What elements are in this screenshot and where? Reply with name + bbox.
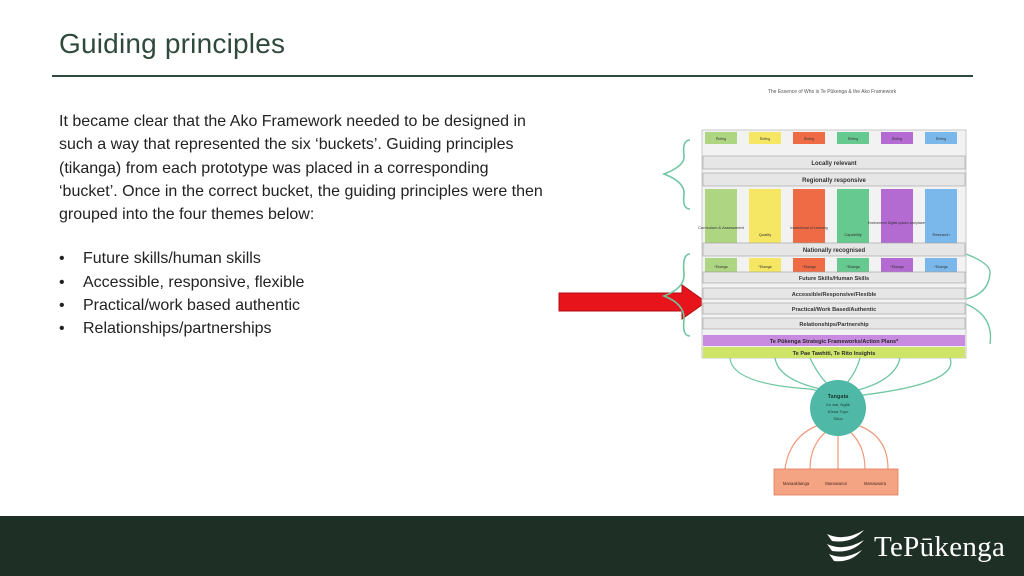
brand-logo: TePūkenga xyxy=(824,527,1005,567)
theme-item: Future skills/human skills xyxy=(59,247,544,271)
column-tag: *Ekanga xyxy=(890,265,903,269)
bucket-column: Ēnēng Curriculum & Assessment *Ekanga xyxy=(698,132,745,272)
column-top-label: Ēnēng xyxy=(936,137,946,141)
bar-label: Regionally responsive xyxy=(802,178,866,184)
bar-theme-relationships: Relationships/Partnership xyxy=(702,317,966,330)
left-brace-bottom xyxy=(661,253,691,337)
bar-nationally-recognised: Nationally recognised xyxy=(702,242,966,257)
bucket-column: Ēnēng Capability *Ekanga xyxy=(837,132,869,272)
column-top-label: Ēnēng xyxy=(716,137,726,141)
values-box xyxy=(773,468,899,496)
bucket-column: Ēnēng Environment Digital spaces and pla… xyxy=(868,132,927,272)
column-top-label: Ēnēng xyxy=(892,137,902,141)
bucket-column: Ēnēng Quality *Ekanga xyxy=(749,132,781,272)
circle-line: Sōuo xyxy=(833,416,843,421)
column-tag: *Ekanga xyxy=(714,265,727,269)
title-divider xyxy=(52,75,973,77)
left-brace-top xyxy=(661,139,691,210)
bar-label: Accessible/Responsive/Flexible xyxy=(792,292,877,298)
theme-item: Accessible, responsive, flexible xyxy=(59,271,544,295)
bar-theme-accessible: Accessible/Responsive/Flexible xyxy=(702,287,966,300)
diagram-heading: The Essence of Who is Te Pūkenga & the A… xyxy=(768,89,897,95)
tangata-circle xyxy=(810,380,866,436)
column-top-label: Ēnēng xyxy=(848,137,858,141)
column-label: Curriculum & Assessment xyxy=(698,225,745,230)
value-label: Manawanui xyxy=(825,481,846,486)
right-curve xyxy=(965,253,991,300)
bar-regionally-responsive: Regionally responsive xyxy=(702,172,966,187)
bar-theme-future-skills: Future Skills/Human Skills xyxy=(702,271,966,284)
column-label: Quality xyxy=(759,232,771,237)
bar-insights: Te Pae Tawhiti, Te Rito Insights xyxy=(703,347,965,358)
column-top-label: Ēnēng xyxy=(804,137,814,141)
column-label: Capability xyxy=(844,232,862,237)
column-tag: *Ekanga xyxy=(846,265,859,269)
bar-label: Te Pae Tawhiti, Te Rito Insights xyxy=(793,351,876,357)
circle-line: Ko wai, Ngāk xyxy=(826,402,850,407)
bar-label: Te Pūkenga Strategic Frameworks/Action P… xyxy=(770,339,899,345)
feather-logo-icon xyxy=(827,530,864,562)
column-label: Research xyxy=(932,232,949,237)
bar-theme-practical: Practical/Work Based/Authentic xyxy=(702,302,966,315)
bucket-column: Ēnēng Research *Ekanga xyxy=(925,132,957,272)
column-tag: *Ekanga xyxy=(758,265,771,269)
slide-title: Guiding principles xyxy=(59,28,286,59)
bar-label: Locally relevant xyxy=(811,161,856,167)
brand-wordmark: TePūkenga xyxy=(874,530,1006,563)
bucket-column: Ēnēng Institutional of Learning *Ekanga xyxy=(790,132,828,272)
bar-label: Relationships/Partnership xyxy=(799,322,869,328)
circle-line: Kōrua Tupu xyxy=(828,409,849,414)
value-label: Manaakitanga xyxy=(783,481,810,486)
theme-list: Future skills/human skills Accessible, r… xyxy=(59,247,544,340)
theme-item: Practical/work based authentic xyxy=(59,294,544,318)
intro-paragraph: It became clear that the Ako Framework n… xyxy=(59,113,543,224)
bar-strategic-frameworks: Te Pūkenga Strategic Frameworks/Action P… xyxy=(703,335,965,346)
bar-label: Practical/Work Based/Authentic xyxy=(792,307,876,313)
circle-title: Tangata xyxy=(828,394,850,400)
ako-framework-diagram: The Essence of Who is Te Pūkenga & the A… xyxy=(661,89,992,496)
right-curve xyxy=(965,303,992,345)
bar-locally-relevant: Locally relevant xyxy=(702,155,966,170)
bar-label: Future Skills/Human Skills xyxy=(799,276,869,282)
bar-label: Nationally recognised xyxy=(803,248,866,254)
column-label: Environment Digital spaces and places xyxy=(868,221,927,225)
column-top-label: Ēnēng xyxy=(760,137,770,141)
value-label: Manawaora xyxy=(864,481,887,486)
body-text: It became clear that the Ako Framework n… xyxy=(59,110,544,341)
column-tag: *Ekanga xyxy=(802,265,815,269)
column-tag: *Ekanga xyxy=(934,265,947,269)
column-label: Institutional of Learning xyxy=(790,226,827,230)
theme-item: Relationships/partnerships xyxy=(59,317,544,341)
